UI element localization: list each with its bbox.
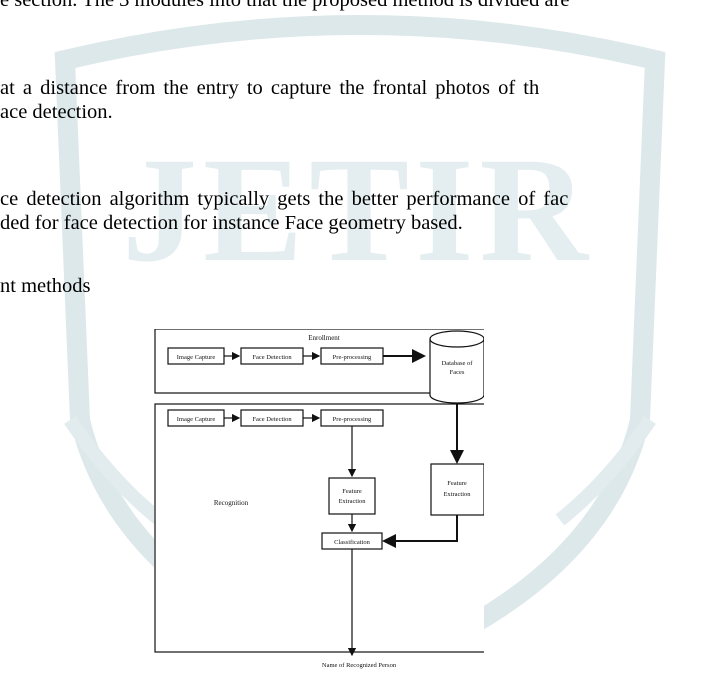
- face-recognition-diagram: Enrollment Image Capture Face Detection …: [154, 329, 484, 675]
- paragraph-line-2: at a distance from the entry to capture …: [0, 77, 540, 99]
- watermark-left-laurel: [64, 416, 165, 526]
- recog-preprocessing-label: Pre-processing: [333, 416, 372, 423]
- feature-extraction-right-box: [430, 463, 484, 516]
- database-of-faces: Database of Faces: [429, 330, 484, 404]
- enrollment-label: Enrollment: [308, 334, 340, 342]
- watermark-right-laurel: [555, 416, 656, 526]
- paragraph-line-6: nt methods: [0, 275, 91, 297]
- database-label-line1: Database of: [442, 360, 474, 367]
- enrollment-panel: [154, 329, 484, 394]
- paragraph-line-5: ded for face detection for instance Face…: [0, 212, 463, 234]
- enroll-face-detection-label: Face Detection: [252, 354, 292, 361]
- recog-face-detection-label: Face Detection: [252, 416, 292, 423]
- paragraph-line-3: ace detection.: [0, 101, 113, 123]
- classification-label: Classification: [334, 539, 370, 546]
- enroll-image-capture-label: Image Capture: [177, 354, 216, 361]
- database-label-line2: Faces: [450, 369, 465, 376]
- feature-extraction-left-line1: Feature: [342, 488, 362, 495]
- recog-image-capture-label: Image Capture: [177, 416, 216, 423]
- feature-extraction-right-line1: Feature: [447, 480, 467, 487]
- recognition-panel: [154, 403, 484, 653]
- paragraph-line-4: ce detection algorithm typically gets th…: [0, 188, 569, 210]
- paragraph-line-1: e section. The 3 modules into that the p…: [0, 0, 570, 11]
- recognition-label: Recognition: [214, 499, 249, 507]
- feature-extraction-left-box: [328, 477, 376, 515]
- output-label: Name of Recognized Person: [322, 662, 397, 669]
- enroll-preprocessing-label: Pre-processing: [333, 354, 372, 361]
- feature-extraction-right-line2: Extraction: [443, 491, 471, 498]
- feature-extraction-left-line2: Extraction: [338, 498, 366, 505]
